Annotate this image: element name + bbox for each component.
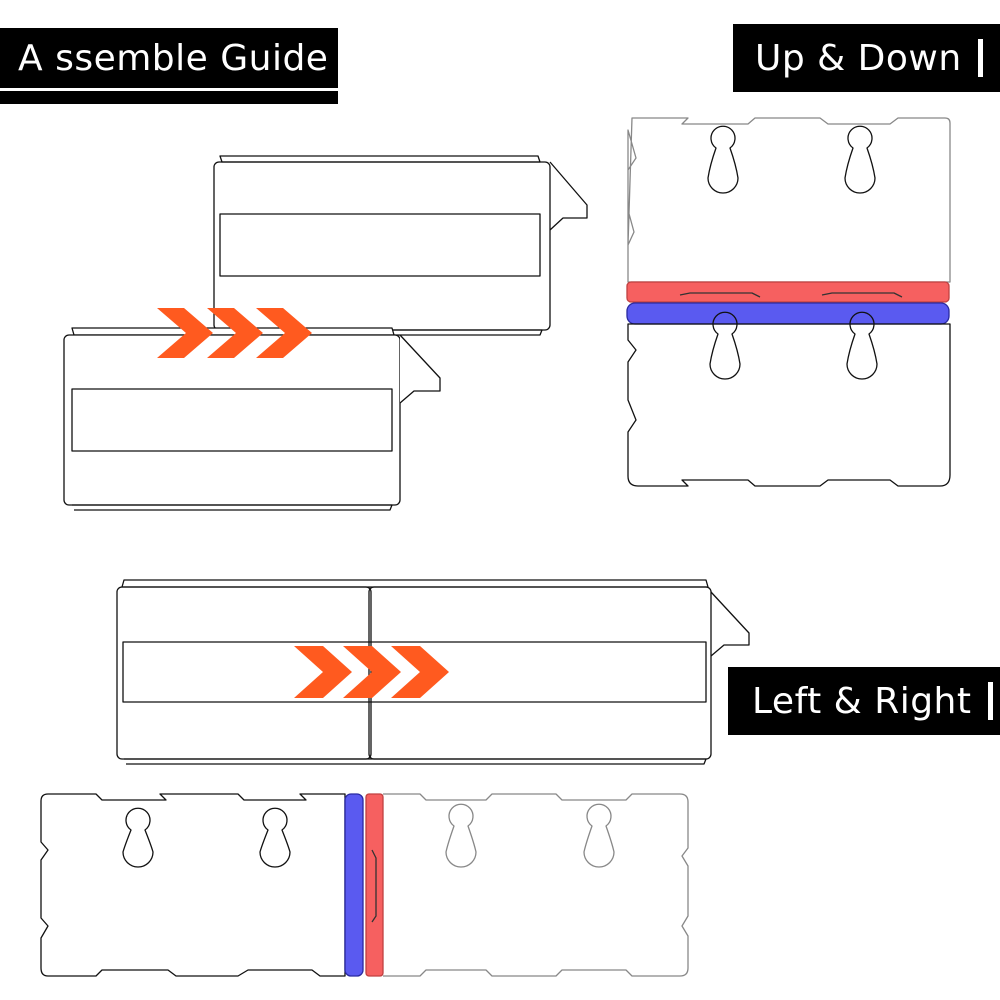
keyhole-icon [846,311,878,380]
top-front-box-slot [71,388,393,452]
left-right-label: Left & Right [728,667,1000,735]
keyhole-icon [844,125,876,194]
keyhole-icon [122,807,154,868]
label-bar-icon [977,39,983,77]
up-down-label-text: Up & Down [755,37,962,79]
red-connector-strip [626,281,950,303]
left-right-label-text: Left & Right [752,680,972,722]
blue-connector-strip [626,302,950,325]
left-blue-connector-strip [344,793,364,977]
keyhole-icon [583,803,615,868]
keyhole-icon [707,125,739,194]
right-panel [383,793,689,977]
title-underline [0,91,338,104]
right-red-connector-strip [365,793,384,977]
top-front-box [63,327,441,511]
up-panel [627,117,951,283]
keyhole-icon [709,311,741,380]
up-down-label: Up & Down [733,24,1000,92]
down-panel [627,311,951,487]
top-chevron-arrow-icon [157,308,312,358]
middle-chevron-arrow-icon [294,646,449,698]
top-back-box-slot [219,213,541,277]
middle-boxes [116,579,750,765]
left-panel [40,793,346,977]
assemble-guide-title: A ssemble Guide [0,28,338,88]
assemble-guide-title-text: A ssemble Guide [18,37,329,79]
middle-box-slot [122,641,707,703]
keyhole-icon [445,803,477,868]
label-bar-icon [987,682,993,720]
keyhole-icon [259,807,291,868]
